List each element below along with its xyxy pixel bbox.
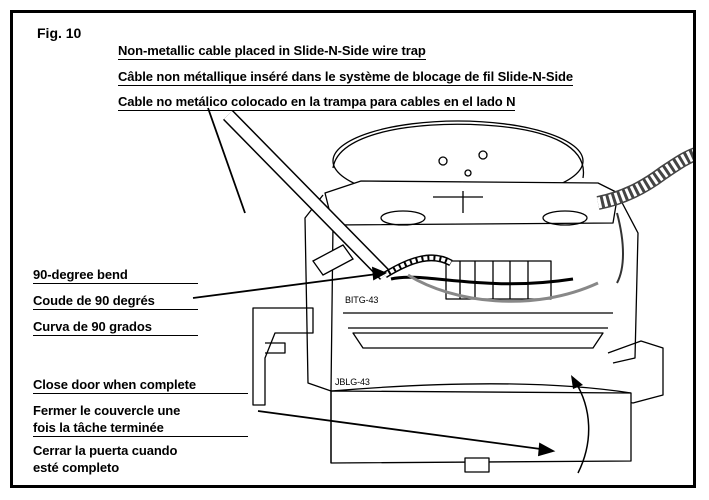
- figure-frame: Fig. 10 Non-metallic cable placed in Sli…: [10, 10, 696, 488]
- non-metallic-cable: [223, 110, 599, 303]
- dome-cover: [332, 123, 585, 179]
- figure-number: Fig. 10: [37, 25, 82, 41]
- part-marking-upper: BITG-43: [345, 295, 379, 305]
- junction-box-illustration: [192, 107, 693, 474]
- box-top-plate: [324, 180, 619, 226]
- door-label-fr-line1: Fermer le couvercle une: [33, 403, 181, 418]
- cable-label-fr: Câble non métallique inséré dans le syst…: [118, 69, 573, 86]
- part-marking-lower: JBLG-43: [335, 377, 370, 387]
- door-label-es-line1: Cerrar la puerta cuando: [33, 443, 178, 458]
- bend-label-fr: Coude de 90 degrés: [33, 293, 198, 310]
- wire-trap-clamp: [312, 244, 354, 276]
- door-label-en: Close door when complete: [33, 377, 248, 394]
- box-right-wall: [612, 194, 639, 364]
- box-left-wall: [304, 194, 334, 392]
- door-close-arrowhead: [571, 375, 583, 389]
- door-label-fr-line2: fois la tâche terminée: [33, 420, 248, 437]
- door-label-es-line2: esté completo: [33, 460, 120, 475]
- door-arrowhead: [537, 442, 556, 457]
- left-bracket: [252, 307, 314, 406]
- cable-label-es: Cable no metálico colocado en la trampa …: [118, 94, 516, 111]
- bend-leader-line: [192, 272, 386, 299]
- bend-arrowhead: [371, 266, 388, 281]
- door-leader-line: [257, 410, 549, 451]
- door-close-arrow: [572, 377, 590, 474]
- cable-leader-line: [207, 107, 246, 214]
- bend-label-es: Curva de 90 grados: [33, 319, 198, 336]
- cable-label-en: Non-metallic cable placed in Slide-N-Sid…: [118, 43, 426, 60]
- bend-label-en: 90-degree bend: [33, 267, 198, 284]
